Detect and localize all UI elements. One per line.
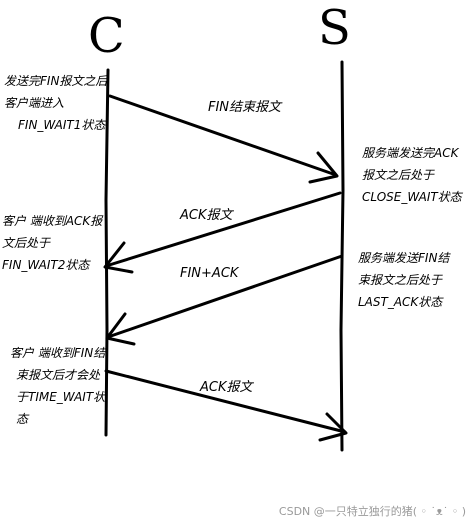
message-arrow-ack [104,191,342,268]
watermark: CSDN @一只特立独行的猪( ◦ ˙ᴥ˙ ◦ ) [278,505,466,518]
note-line: 束报文之后处于 [358,273,443,287]
message-label-fin: FIN结束报文 [208,100,282,115]
note-client-fin-wait2: 客户 端收到ACK报 文后处于 FIN_WAIT2状态 [2,210,102,276]
note-server-last-ack: 服务端发送FIN结 束报文之后处于 LAST_ACK状态 [358,247,449,313]
note-line: LAST_ACK状态 [358,295,443,309]
note-client-fin-wait1: 发送完FIN报文之后 客户端进入 FIN_WAIT1状态 [4,70,107,136]
note-line: 客户 端收到ACK报 [2,214,103,228]
server-lifeline [339,60,345,452]
message-arrow-fin [108,94,338,177]
note-client-time-wait: 客户 端收到FIN结 束报文后才会处 于TIME_WAIT状 态 [10,342,105,430]
note-line: 发送完FIN报文之后 [4,74,108,88]
note-line: FIN_WAIT2状态 [2,258,90,272]
note-line: 服务端发送FIN结 [358,251,450,265]
note-line: 客户 端收到FIN结 [10,346,106,360]
message-label-fin-ack: FIN+ACK [180,266,239,281]
note-server-close-wait: 服务端发送完ACK 报文之后处于 CLOSE_WAIT状态 [362,142,462,208]
note-line: 报文之后处于 [362,168,435,182]
note-line: 文后处于 [2,236,51,250]
note-line: 于TIME_WAIT状 [16,390,106,404]
note-line: CLOSE_WAIT状态 [362,190,462,204]
arrowhead-fin-ack [105,312,136,346]
note-line: 束报文后才会处 [16,368,101,382]
note-line: 客户端进入 [4,96,65,110]
message-label-ack: ACK报文 [180,208,233,223]
note-line: FIN_WAIT1状态 [18,118,106,132]
message-arrow-final-ack [104,369,347,434]
arrowhead-fin [308,151,339,184]
client-label: C [88,8,125,64]
message-label-final-ack: ACK报文 [200,380,253,395]
arrowhead-ack [103,241,134,274]
message-arrow-fin-ack [106,254,344,339]
arrowhead-final-ack [318,412,348,442]
note-line: 态 [16,412,29,426]
server-label: S [318,0,351,56]
note-line: 服务端发送完ACK [362,146,459,160]
